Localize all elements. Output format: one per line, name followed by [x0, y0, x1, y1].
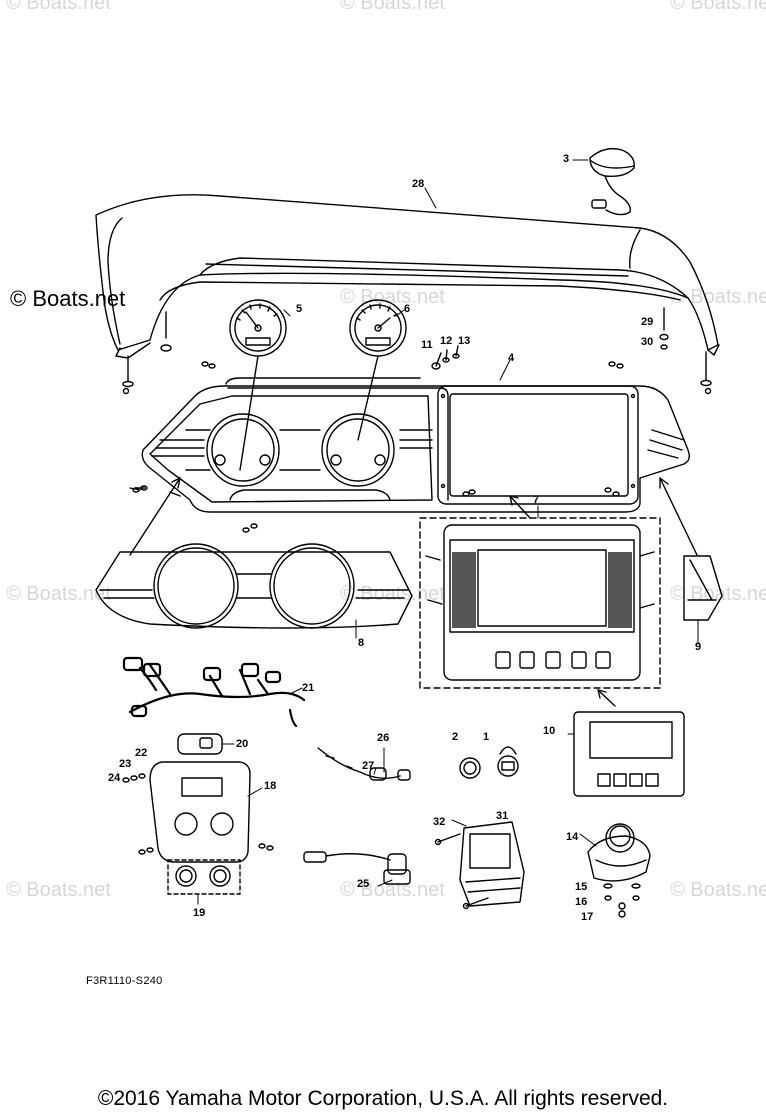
callout-12: 12 [440, 335, 453, 347]
watermark: © Boats.net [670, 0, 766, 14]
callout-17: 17 [581, 911, 594, 923]
leader-lines [239, 355, 379, 471]
callout-24: 24 [108, 772, 121, 784]
side-bracket [683, 555, 723, 621]
watermark: © Boats.net [670, 879, 766, 901]
callout-21: 21 [302, 682, 315, 694]
callout-10: 10 [543, 725, 556, 737]
callout-27: 27 [362, 760, 375, 772]
watermark: © Boats.net [6, 879, 111, 901]
callout-3: 3 [563, 153, 570, 165]
joystick-controller [587, 823, 651, 918]
network-connector [303, 851, 411, 885]
callout-9: 9 [695, 641, 702, 653]
tachometer-gauge [229, 299, 287, 357]
display-unit-small [573, 711, 685, 797]
watermark-main: © Boats.net [10, 286, 126, 311]
callout-26: 26 [377, 732, 390, 744]
watermark: © Boats.net [340, 0, 445, 14]
callout-8: 8 [358, 637, 365, 649]
gps-antenna [589, 147, 635, 216]
callout-32: 32 [433, 816, 446, 828]
visor-studs [122, 307, 712, 395]
callout-18: 18 [264, 780, 277, 792]
watermark: © Boats.net [340, 583, 445, 605]
speedometer-gauge [349, 299, 407, 357]
visor-hood [95, 194, 720, 359]
callout-23: 23 [119, 758, 132, 770]
callout-22: 22 [135, 747, 148, 759]
callout-28: 28 [412, 178, 425, 190]
watermark: © Boats.net [6, 0, 111, 14]
callout-7: 7 [533, 494, 540, 506]
switch-panel [122, 733, 274, 895]
watermark: © Boats.net [340, 879, 445, 901]
callout-4: 4 [508, 352, 515, 364]
assembly-arrows [129, 477, 698, 707]
callout-14: 14 [566, 831, 579, 843]
display-unit [419, 517, 661, 689]
callout-11: 11 [421, 339, 433, 351]
callout-5: 5 [296, 303, 303, 315]
watermark: © Boats.net [670, 286, 766, 308]
hardware-fasteners [201, 345, 624, 370]
callout-15: 15 [575, 881, 588, 893]
gauge-bezel [95, 543, 413, 629]
callout-1: 1 [483, 731, 490, 743]
watermark: © Boats.net [6, 583, 111, 605]
copyright-notice: ©2016 Yamaha Motor Corporation, U.S.A. A… [97, 1087, 669, 1110]
callout-2: 2 [452, 731, 459, 743]
ignition-switch [317, 747, 411, 781]
callout-25: 25 [357, 878, 370, 890]
callout-31: 31 [496, 810, 509, 822]
callout-20: 20 [236, 738, 249, 750]
dash-panel [129, 377, 691, 513]
callout-16: 16 [575, 896, 588, 908]
callout-30: 30 [641, 336, 654, 348]
drawing-code: F3R1110-S240 [86, 975, 163, 987]
callout-6: 6 [404, 303, 411, 315]
callout-19: 19 [193, 907, 206, 919]
electronic-module [434, 821, 525, 910]
callout-leaders [197, 159, 699, 905]
callout-29: 29 [641, 316, 654, 328]
power-sockets [459, 746, 519, 779]
wiring-harness [122, 656, 306, 728]
callout-13: 13 [458, 335, 471, 347]
